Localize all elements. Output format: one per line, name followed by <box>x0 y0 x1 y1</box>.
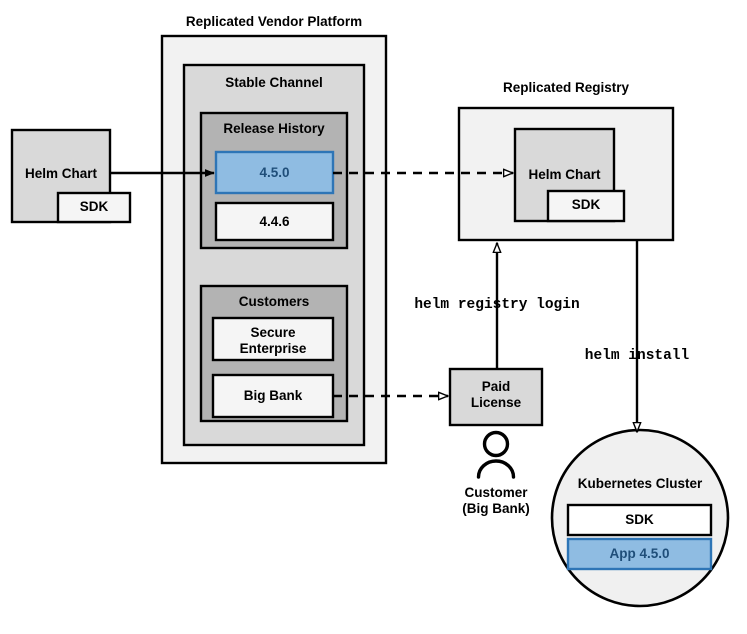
replicated-registry-box <box>457 106 675 242</box>
release-box-highlighted[interactable] <box>214 150 335 195</box>
source-helm-chart-group <box>10 128 132 224</box>
paid-license-box <box>448 367 544 427</box>
customer-entry-box[interactable] <box>211 373 335 419</box>
customer-entry-box[interactable] <box>211 316 335 362</box>
person-icon <box>476 430 516 479</box>
cluster-item-box-highlighted <box>566 537 713 571</box>
cluster-item-box <box>566 503 713 537</box>
release-box[interactable] <box>214 201 335 242</box>
